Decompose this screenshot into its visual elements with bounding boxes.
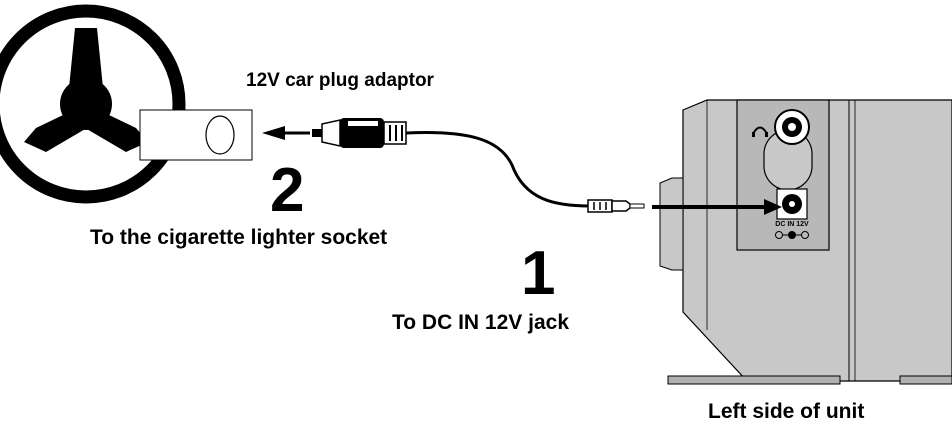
jack-label: DC IN 12V bbox=[775, 221, 809, 228]
power-cable bbox=[405, 131, 591, 208]
unit-side-label: Left side of unit bbox=[708, 400, 865, 423]
step-2-number: 2 bbox=[270, 156, 305, 225]
headphone-icon bbox=[752, 126, 768, 137]
polarity-icon bbox=[775, 231, 809, 239]
steering-wheel-icon bbox=[0, 4, 186, 204]
arrow-to-socket bbox=[262, 126, 310, 140]
arrow-to-jack bbox=[652, 199, 782, 215]
unit-left-side: DC IN 12V bbox=[659, 99, 952, 385]
cigarette-socket-icon bbox=[139, 109, 253, 161]
step-2-text: To the cigarette lighter socket bbox=[90, 226, 388, 249]
car-plug-icon bbox=[312, 118, 407, 148]
step-1-text: To DC IN 12V jack bbox=[392, 311, 570, 334]
dc-plug-icon bbox=[587, 199, 645, 213]
step-1-number: 1 bbox=[521, 239, 556, 308]
adaptor-label: 12V car plug adaptor bbox=[246, 70, 434, 91]
